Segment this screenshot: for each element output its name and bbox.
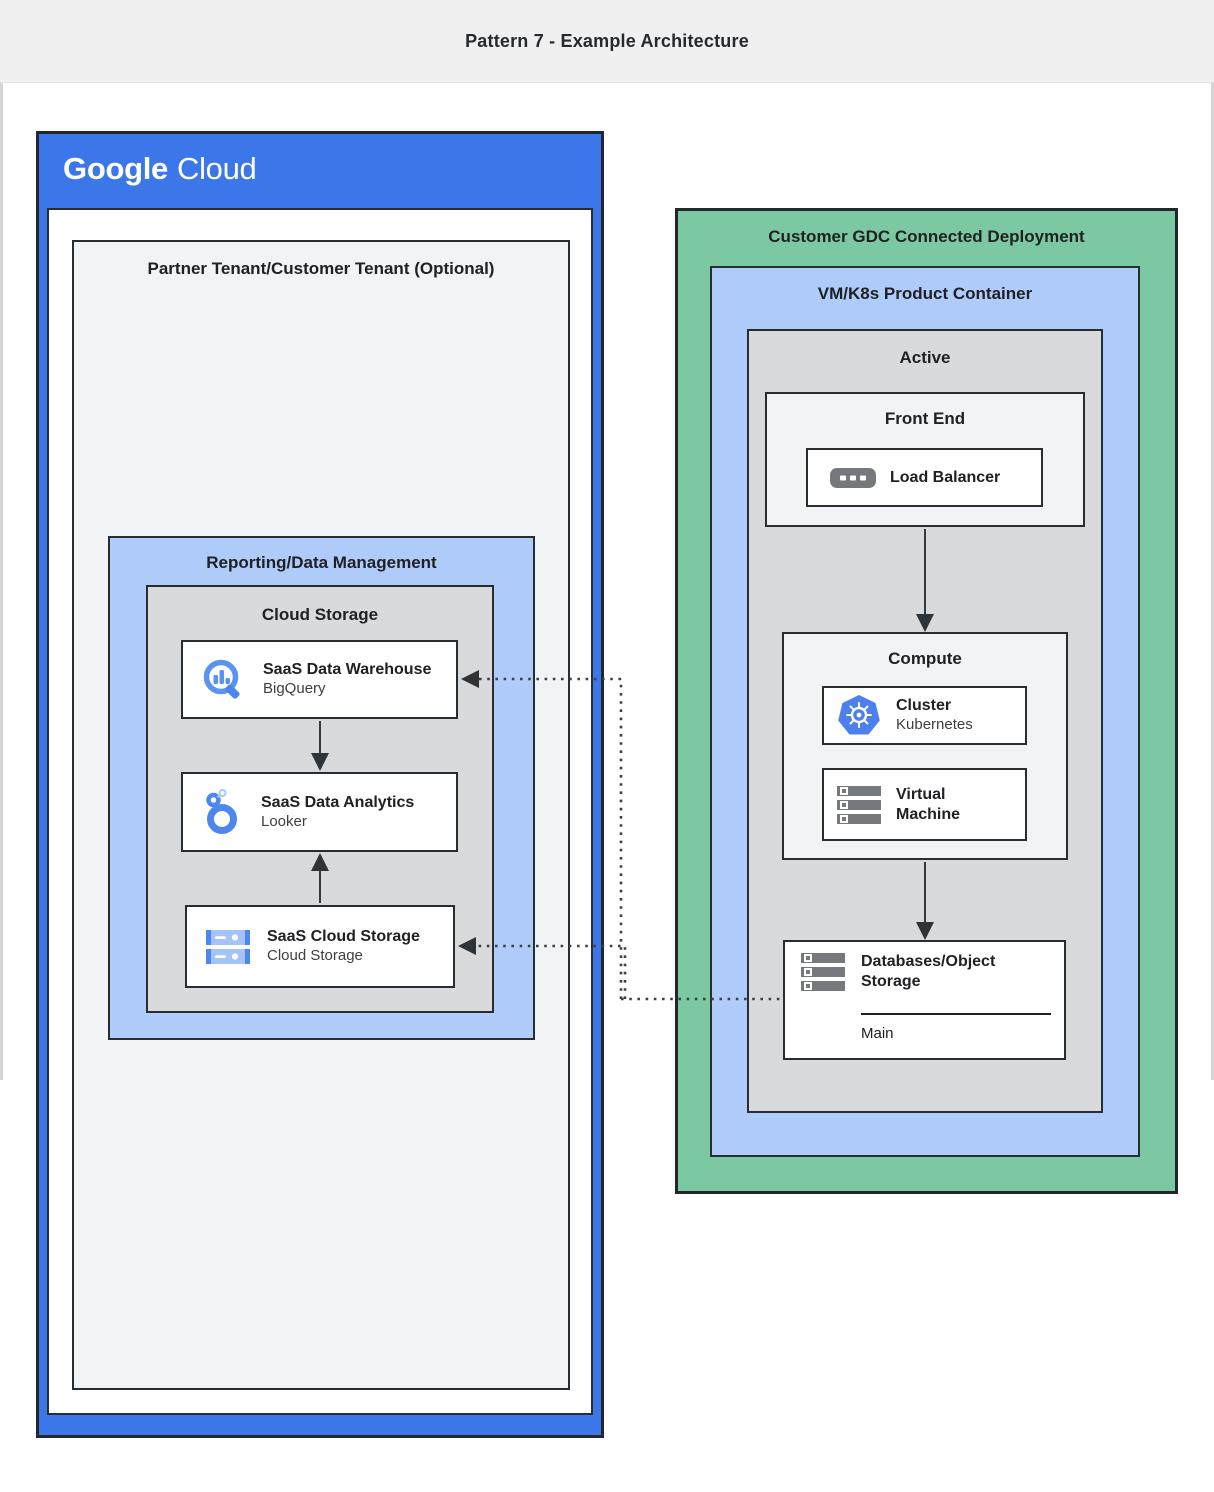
saas-data-analytics-subtitle: Looker	[261, 812, 307, 830]
diagram-title-bar: Pattern 7 - Example Architecture	[0, 0, 1214, 83]
load-balancer-title: Load Balancer	[890, 468, 1001, 486]
logo-cloud-text: Cloud	[176, 151, 257, 186]
front-end-label: Front End	[884, 409, 966, 428]
databases-divider	[861, 1013, 1051, 1015]
cluster-kubernetes-node: Cluster Kubernetes	[822, 686, 1027, 745]
load-balancer-node: Load Balancer	[806, 448, 1043, 507]
active-label: Active	[899, 348, 951, 367]
logo-google-text: Google	[63, 151, 168, 186]
gdc-deployment-label: Customer GDC Connected Deployment	[768, 227, 1085, 246]
cloud-storage-group-label: Cloud Storage	[261, 605, 379, 624]
saas-data-analytics-title: SaaS Data Analytics	[261, 793, 415, 811]
saas-data-warehouse-node: SaaS Data Warehouse BigQuery	[181, 640, 458, 719]
virtual-machine-node: Virtual Machine	[822, 768, 1027, 841]
cloud-storage-icon	[206, 929, 250, 964]
page-title: Pattern 7 - Example Architecture	[465, 30, 749, 51]
saas-data-analytics-node: SaaS Data Analytics Looker	[181, 772, 458, 852]
vmk8s-product-container-label: VM/K8s Product Container	[817, 284, 1033, 303]
virtual-machine-title: Virtual Machine	[896, 785, 961, 823]
looker-icon	[206, 789, 237, 834]
partner-tenant-label: Partner Tenant/Customer Tenant (Optional…	[147, 259, 495, 278]
databases-main-label: Main	[861, 1025, 894, 1042]
saas-cloud-storage-node: SaaS Cloud Storage Cloud Storage	[185, 905, 455, 988]
virtual-machine-icon	[837, 785, 881, 824]
kubernetes-icon	[838, 694, 880, 734]
saas-cloud-storage-title: SaaS Cloud Storage	[267, 928, 420, 946]
databases-object-storage-title: Databases/Object Storage	[861, 953, 996, 990]
saas-cloud-storage-subtitle: Cloud Storage	[267, 947, 363, 965]
saas-data-warehouse-title: SaaS Data Warehouse	[263, 661, 432, 679]
databases-object-storage-icon	[801, 953, 845, 991]
reporting-data-management-label: Reporting/Data Management	[206, 553, 437, 572]
load-balancer-icon	[830, 467, 876, 488]
cluster-title: Cluster	[896, 697, 952, 715]
cluster-subtitle: Kubernetes	[896, 716, 973, 734]
page-edge-right	[1211, 83, 1214, 1080]
bigquery-icon	[203, 659, 240, 699]
compute-label: Compute	[888, 649, 962, 668]
saas-data-warehouse-subtitle: BigQuery	[263, 680, 326, 698]
page-edge-left	[0, 83, 3, 1080]
